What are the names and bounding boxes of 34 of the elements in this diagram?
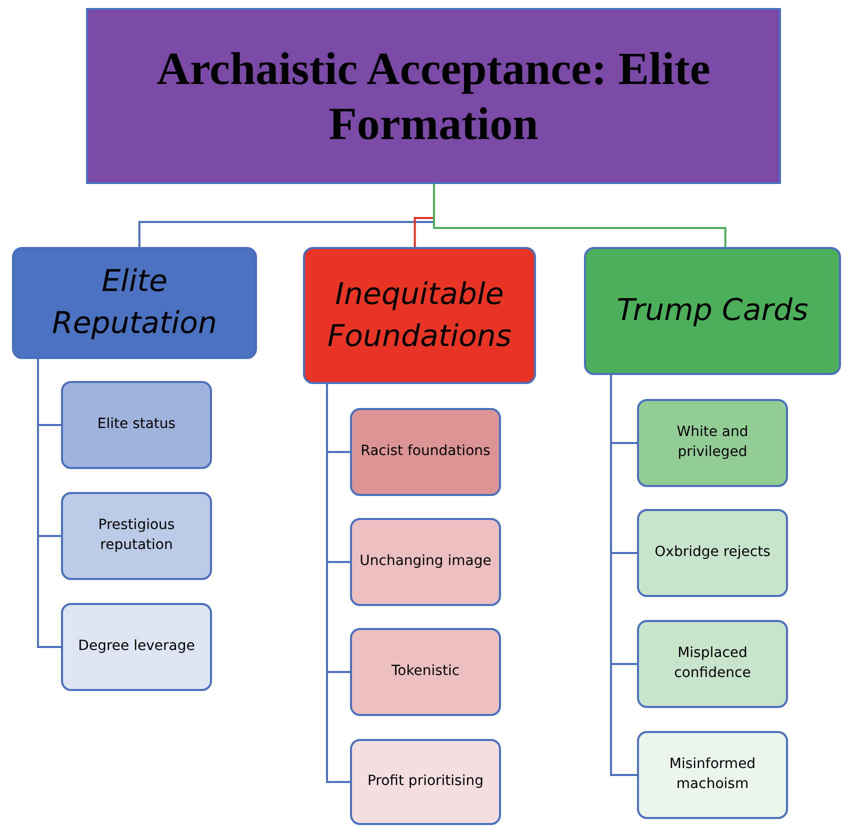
connector-line [326,384,350,783]
item-box [350,518,501,606]
item-label: Misplaced confidence [673,644,752,683]
category-label: Elite Reputation [51,263,218,343]
category-box [303,247,536,384]
item-label: Elite status [96,415,177,434]
item-box [61,603,212,691]
item-box [637,509,788,597]
title-box [86,8,781,184]
item-box [350,408,501,496]
item-label: Profit prioritising [366,772,485,792]
connector-line [37,359,61,648]
item-label: White and privileged [676,423,750,462]
item-label: Misinformed machoism [668,755,757,794]
category-box [12,247,257,359]
title-text: Archaistic Acceptance: Elite Formation [156,42,712,151]
item-box [350,628,501,716]
item-label: Tokenistic [390,662,461,682]
item-label: Oxbridge rejects [654,543,772,562]
category-box [584,247,841,375]
item-box [350,739,501,825]
item-box [637,731,788,819]
category-label: Inequitable Foundations [326,276,513,356]
item-box [637,399,788,487]
item-box [637,620,788,708]
item-label: Racist foundations [360,442,492,462]
connector-line [610,375,637,776]
item-label: Prestigious reputation [97,516,176,555]
category-label: Trump Cards [616,292,810,330]
item-box [61,492,212,580]
item-label: Unchanging image [358,552,492,572]
item-box [61,381,212,469]
connector-line [433,184,726,247]
item-label: Degree leverage [77,637,196,656]
